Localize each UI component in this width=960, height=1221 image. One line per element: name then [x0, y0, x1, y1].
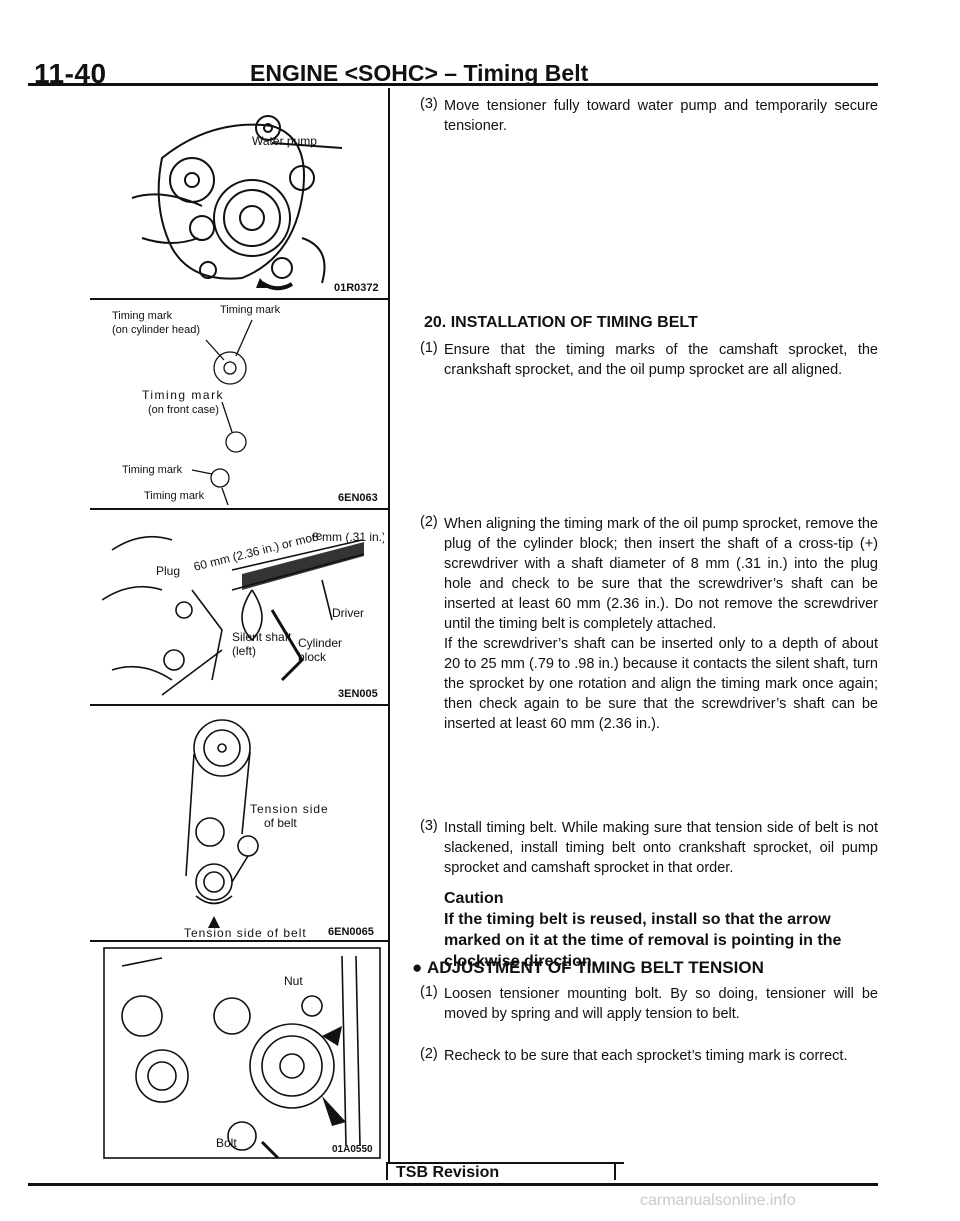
- cylinder-head-label: (on cylinder head): [112, 324, 201, 336]
- step-number: (1): [420, 984, 438, 1000]
- step-number: (2): [420, 514, 438, 530]
- watermark: carmanualsonline.info: [640, 1192, 796, 1209]
- timing-mark-label: Timing mark: [144, 490, 205, 502]
- tensioner-illustration: [103, 947, 381, 1160]
- plug-label: Plug: [156, 564, 181, 578]
- adjustment-heading: ● ADJUSTMENT OF TIMING BELT TENSION: [412, 958, 764, 977]
- step-align-oil-pump: (2) When aligning the timing mark of the…: [420, 514, 878, 734]
- step-number: (2): [420, 1046, 438, 1062]
- footer-divider: [614, 1164, 616, 1180]
- water-pump-label: Water pump: [252, 134, 317, 148]
- nut-label: Nut: [284, 974, 303, 988]
- step-text: Move tensioner fully toward water pump a…: [444, 98, 878, 134]
- figure-plug-hole: Plug 60 mm (2.36 in.) or more 8 mm (.31 …: [102, 510, 384, 704]
- figure-code: 01A0550: [332, 1144, 373, 1155]
- driver-label: Driver: [332, 606, 364, 620]
- step-number: (1): [420, 340, 438, 356]
- figure-tensioner-bolt: Nut Bolt 01A0550: [102, 946, 384, 1160]
- figure-column: Water pump 01R0372 Timing mark Timing ma…: [90, 88, 390, 1162]
- caution-title: Caution: [444, 890, 504, 907]
- front-case-label: (on front case): [148, 404, 219, 416]
- figure-code: 6EN063: [338, 492, 378, 504]
- step-text: Recheck to be sure that each sprocket’s …: [444, 1048, 848, 1064]
- tension-side-label: Tension side: [250, 802, 329, 816]
- step-text: Install timing belt. While making sure t…: [444, 820, 878, 876]
- caution-block: Caution If the timing belt is reused, in…: [444, 888, 878, 972]
- silent-shaft-label: Silent shaft (left): [232, 630, 292, 658]
- figure-code: 6EN0065: [328, 926, 374, 938]
- step-ensure-aligned: (1) Ensure that the timing marks of the …: [420, 340, 878, 380]
- bolt-label: Bolt: [216, 1136, 237, 1150]
- figure-divider: [90, 940, 388, 942]
- tsb-revision: TSB Revision: [396, 1164, 500, 1181]
- of-belt-label: of belt: [264, 816, 297, 830]
- figure-tension-side: Tension side of belt Tension side of bel…: [102, 706, 384, 940]
- step-text: When aligning the timing mark of the oil…: [444, 516, 878, 632]
- caution-text: If the timing belt is reused, install so…: [444, 911, 842, 970]
- tension-side-bottom-label: Tension side of belt: [184, 926, 307, 940]
- step-loosen-bolt: (1) Loosen tensioner mounting bolt. By s…: [420, 984, 878, 1024]
- figure-water-pump: Water pump 01R0372: [102, 88, 384, 298]
- timing-mark-label: Timing mark: [112, 310, 173, 322]
- figure-code: 01R0372: [334, 282, 379, 294]
- step-number: (3): [420, 96, 438, 112]
- timing-mark-label: Timing mark: [142, 388, 225, 402]
- timing-mark-label: Timing mark: [220, 304, 281, 316]
- timing-mark-label: Timing mark: [122, 464, 183, 476]
- figure-divider: [90, 704, 388, 706]
- footer-divider: [386, 1164, 388, 1180]
- step-install-belt: (3) Install timing belt. While making su…: [420, 818, 878, 878]
- figure-timing-marks: Timing mark Timing mark (on cylinder hea…: [102, 300, 384, 508]
- footer-box: [386, 1162, 624, 1186]
- shaft-diameter-label: 8 mm (.31 in.): [312, 530, 384, 544]
- step-text: Loosen tensioner mounting bolt. By so do…: [444, 986, 878, 1022]
- section-heading: 20. INSTALLATION OF TIMING BELT: [424, 314, 698, 331]
- page-title: ENGINE <SOHC> – Timing Belt: [250, 60, 589, 86]
- step-text: Ensure that the timing marks of the cams…: [444, 342, 878, 378]
- step-text-continued: If the screwdriver’s shaft can be insert…: [444, 636, 878, 732]
- figure-divider: [90, 298, 388, 300]
- timing-marks-illustration: [191, 319, 253, 506]
- footer-rule: [28, 1183, 878, 1186]
- bullet-icon: ●: [412, 958, 427, 977]
- water-pump-illustration: [131, 115, 343, 291]
- plug-hole-illustration: [102, 535, 365, 696]
- header-rule: [28, 83, 878, 86]
- figure-divider: [90, 508, 388, 510]
- belt-routing-illustration: [185, 719, 259, 928]
- step-recheck-marks: (2) Recheck to be sure that each sprocke…: [420, 1046, 878, 1066]
- figure-code: 3EN005: [338, 688, 378, 700]
- cylinder-block-label: Cylinder block: [298, 636, 343, 664]
- step-number: (3): [420, 818, 438, 834]
- step-move-tensioner: (3) Move tensioner fully toward water pu…: [420, 96, 878, 136]
